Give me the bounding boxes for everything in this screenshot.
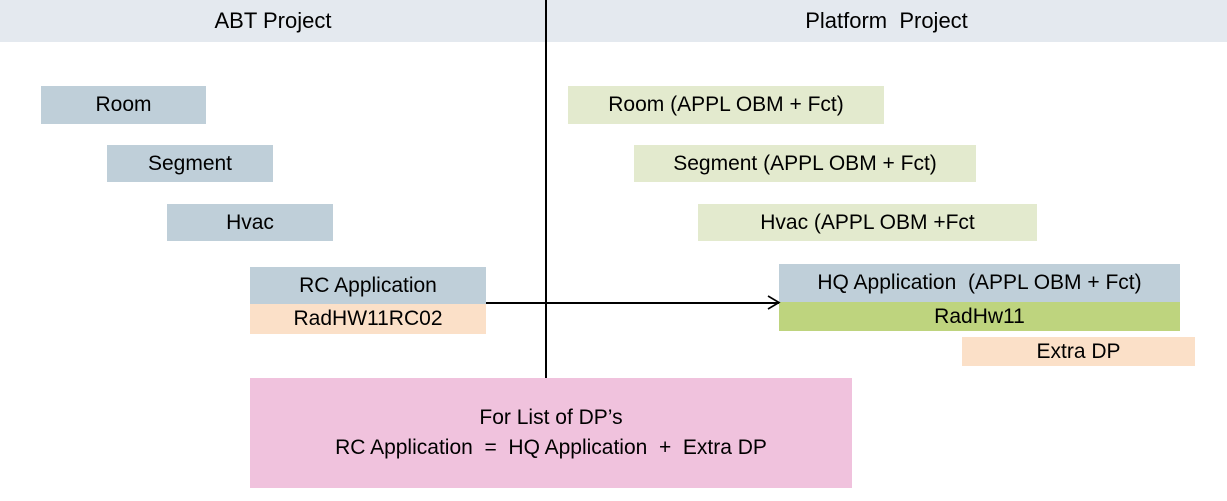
box-segment-platform[interactable]: Segment (APPL OBM + Fct) — [634, 145, 976, 182]
box-label: Segment — [147, 151, 233, 175]
box-radhw11rc02[interactable]: RadHW11RC02 — [250, 304, 486, 334]
column-header-abt-project: ABT Project — [214, 8, 332, 33]
note-line-1: For List of DP’s — [479, 406, 623, 429]
box-room-platform[interactable]: Room (APPL OBM + Fct) — [568, 86, 884, 124]
box-room-abt[interactable]: Room — [41, 86, 206, 124]
note-line-2: RC Application = HQ Application + Extra … — [335, 436, 767, 459]
box-hvac-platform[interactable]: Hvac (APPL OBM +Fct — [698, 204, 1037, 241]
header-band — [0, 0, 1227, 42]
box-extra-dp[interactable]: Extra DP — [962, 337, 1195, 366]
box-label: Hvac — [226, 210, 274, 234]
column-divider — [545, 0, 547, 378]
note-box-dp-equation: For List of DP’s RC Application = HQ App… — [250, 378, 852, 488]
box-hvac-abt[interactable]: Hvac — [167, 204, 333, 241]
box-label: HQ Application (APPL OBM + Fct) — [817, 271, 1142, 294]
box-label: Extra DP — [1036, 339, 1121, 363]
box-label: Segment (APPL OBM + Fct) — [673, 151, 937, 175]
box-label: RC Application — [299, 273, 437, 297]
box-rc-application[interactable]: RC Application — [250, 267, 486, 304]
box-label: RadHW11RC02 — [293, 307, 443, 330]
box-label: Room — [95, 93, 152, 116]
box-radhw11[interactable]: RadHw11 — [779, 302, 1180, 331]
box-hq-application[interactable]: HQ Application (APPL OBM + Fct) — [779, 264, 1180, 302]
connector-line — [486, 302, 779, 304]
box-segment-abt[interactable]: Segment — [107, 145, 273, 182]
box-label: Hvac (APPL OBM +Fct — [760, 210, 975, 234]
column-header-platform-project: Platform Project — [805, 8, 968, 33]
box-label: RadHw11 — [934, 304, 1025, 328]
box-label: Room (APPL OBM + Fct) — [608, 93, 844, 116]
